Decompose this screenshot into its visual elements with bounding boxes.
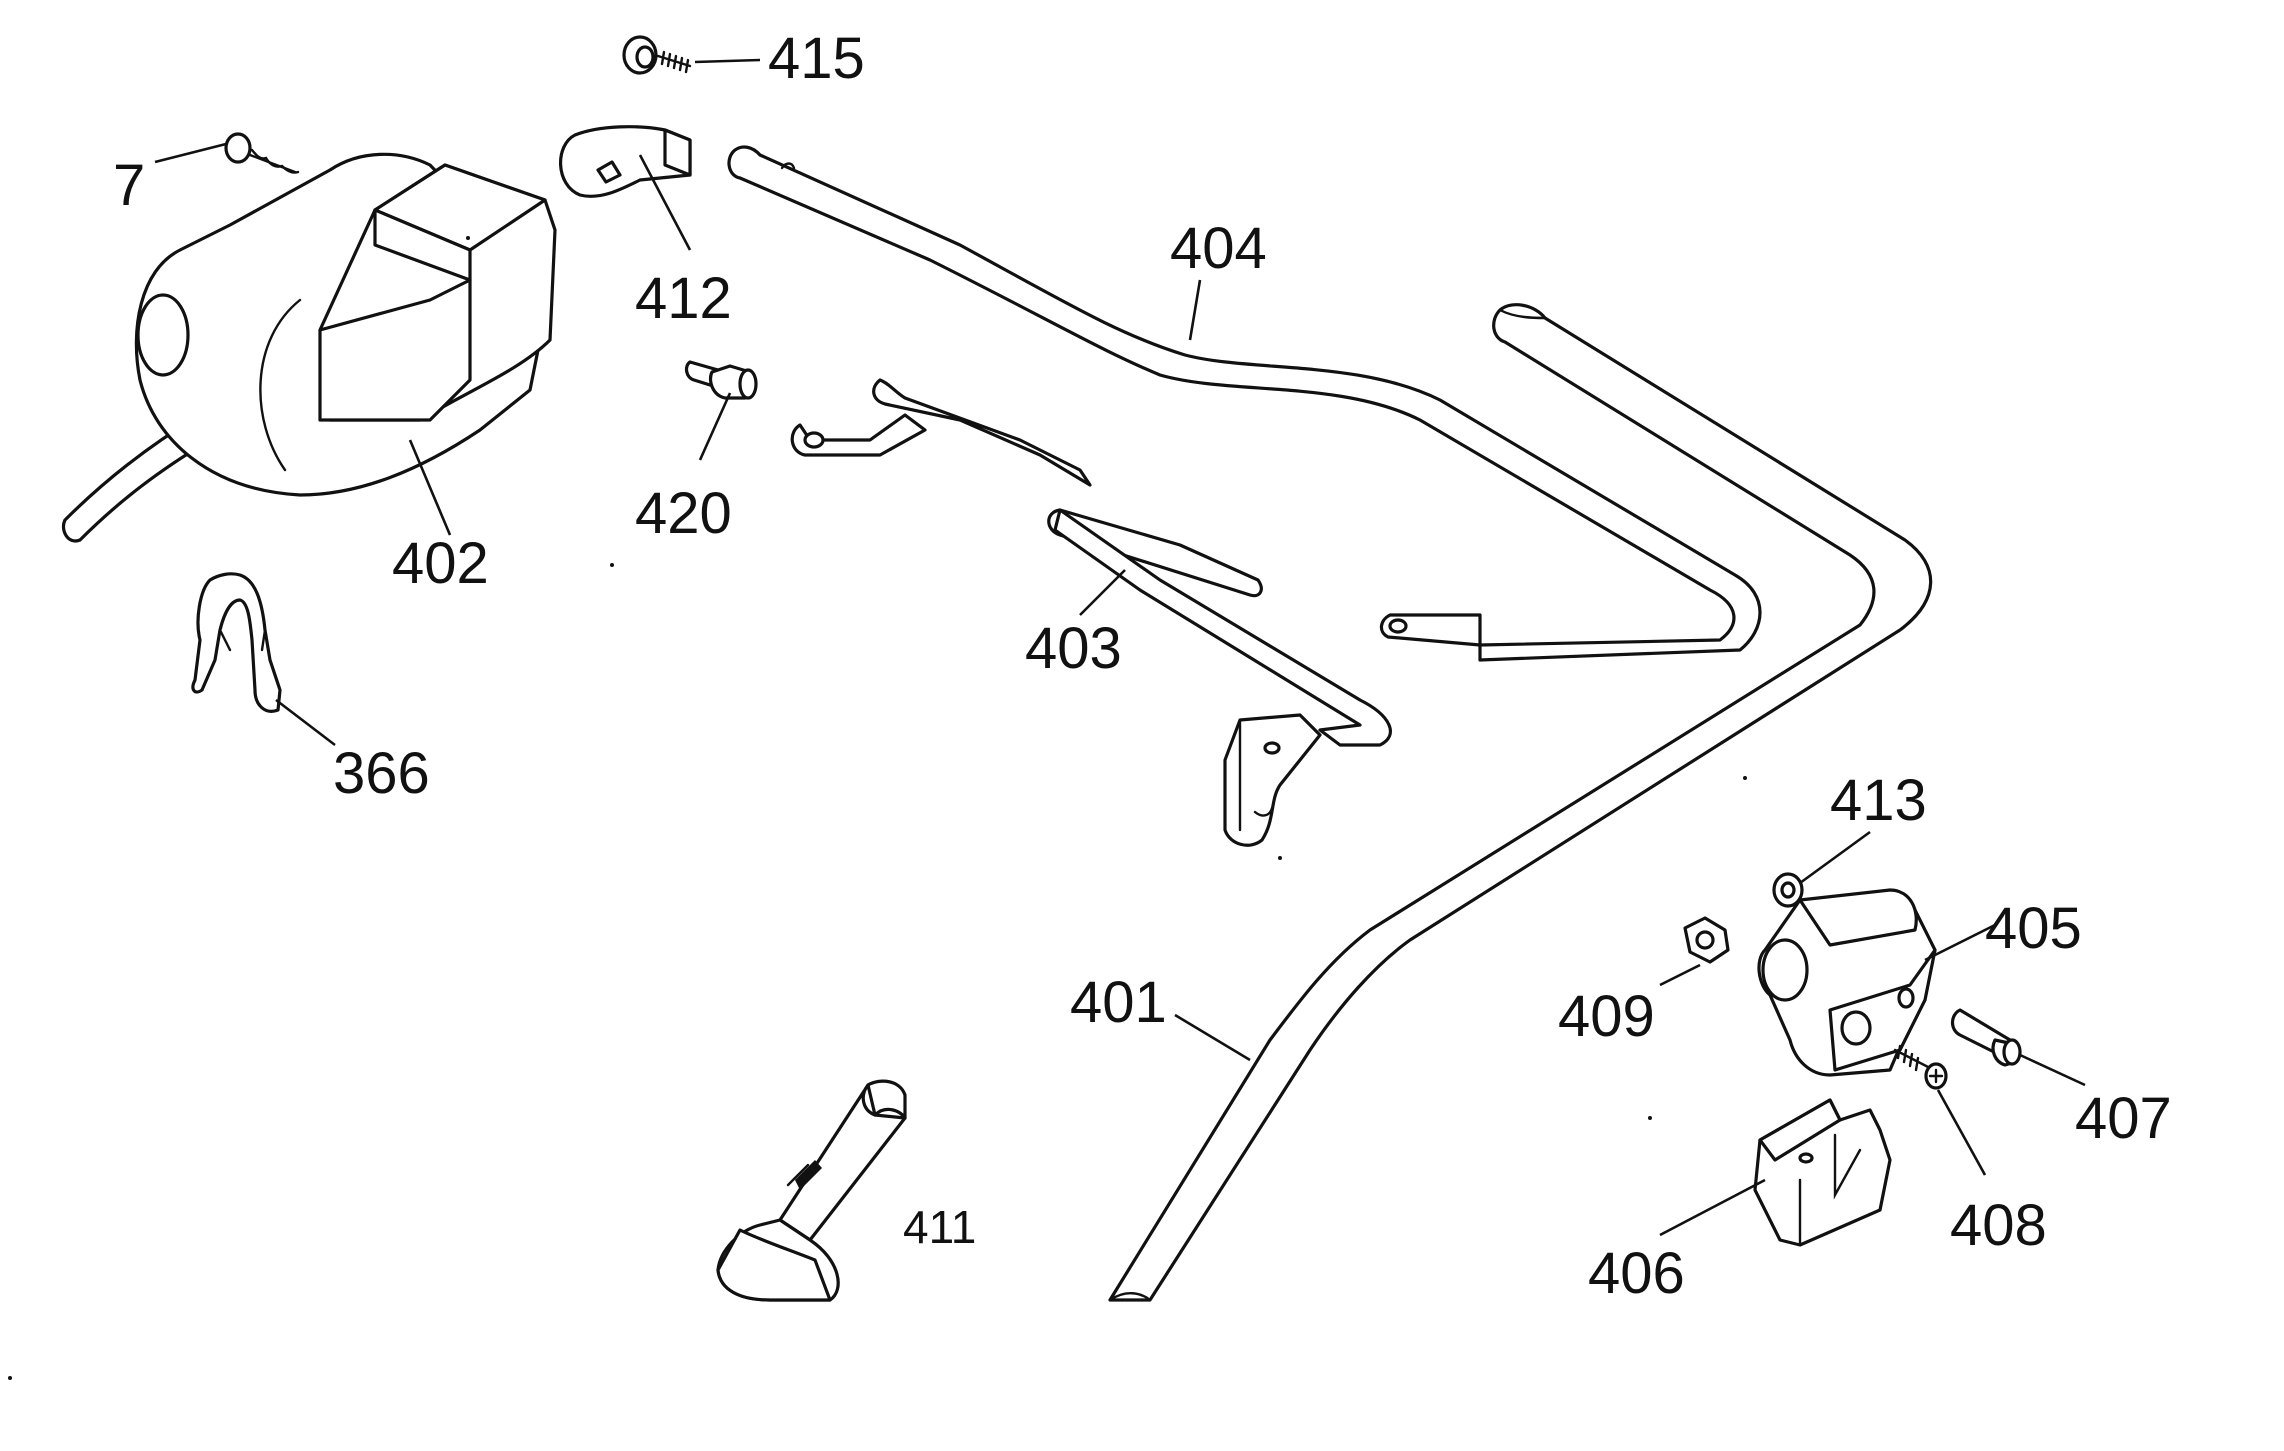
motor-housing-402 [61,152,557,543]
label-407: 407 [2075,1086,2172,1151]
label-411: 411 [903,1201,976,1253]
part-labels: 7 415 412 404 420 402 403 366 413 405 40… [113,26,2172,1306]
label-366: 366 [333,741,430,806]
screw-408 [1893,1044,1948,1090]
label-401: 401 [1070,970,1167,1035]
cover-406 [1753,1098,1892,1247]
nut-409 [1683,916,1730,964]
label-412: 412 [635,266,732,331]
leader-lines [154,58,2086,1237]
label-408: 408 [1950,1193,2047,1258]
bolt-407 [1950,1008,2022,1067]
handle-bar-404 [727,145,1762,662]
bracket-405 [1757,888,1937,1077]
label-403: 403 [1025,616,1122,681]
screw-415 [622,35,692,75]
nut-413 [1772,872,1804,908]
label-415: 415 [768,26,865,91]
specks [8,563,1747,1380]
linkage-rod-403 [790,378,1392,847]
label-406: 406 [1588,1241,1685,1306]
clip-366 [191,572,282,713]
label-409: 409 [1558,984,1655,1049]
label-420: 420 [635,481,732,546]
pin-420 [684,360,758,400]
cam-412 [559,125,692,198]
label-402: 402 [392,531,489,596]
handle-bar-401 [1108,303,1933,1302]
label-405: 405 [1985,896,2082,961]
label-7: 7 [113,153,145,218]
screw-7 [224,132,300,174]
label-413: 413 [1830,768,1927,833]
label-404: 404 [1170,216,1267,281]
grip-411 [716,1079,907,1302]
